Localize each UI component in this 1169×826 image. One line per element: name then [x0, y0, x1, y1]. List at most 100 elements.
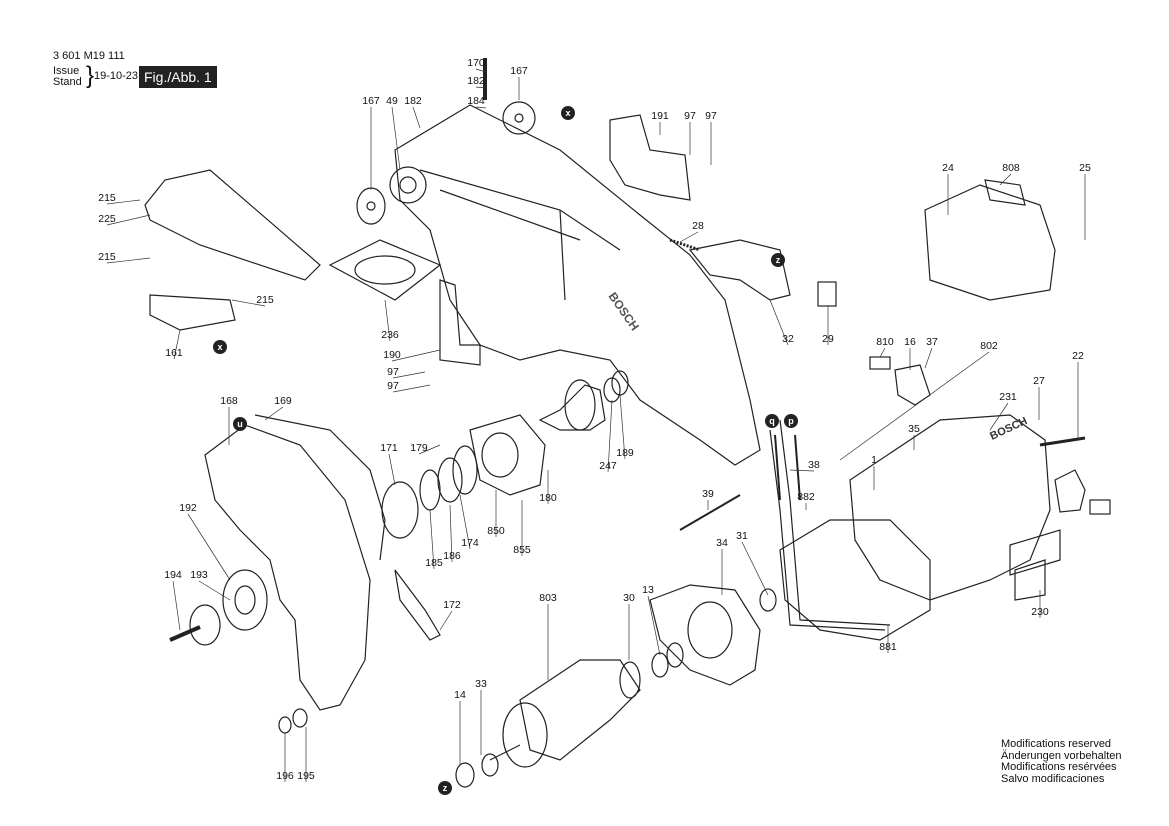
leader-line	[989, 402, 1009, 431]
leader-line	[647, 595, 661, 656]
part-label-13: 13	[642, 584, 654, 596]
leader-line	[173, 329, 181, 360]
figure-label: Fig./Abb. 1	[139, 66, 217, 88]
part-label-170: 170	[467, 57, 485, 69]
armature-803	[519, 659, 641, 761]
motor-housing-231	[849, 414, 1051, 601]
part-label-97: 97	[387, 380, 399, 392]
leader-line	[264, 406, 284, 421]
marker-z: z	[776, 255, 781, 265]
leader-line	[198, 580, 231, 601]
leader-line	[412, 106, 421, 129]
part-label-855: 855	[513, 544, 531, 556]
part-label-27: 27	[1033, 375, 1045, 387]
part-29	[817, 281, 837, 307]
part-label-32: 32	[782, 333, 794, 345]
part-label-172: 172	[443, 599, 461, 611]
marker-u: u	[237, 419, 243, 429]
plate-808	[984, 179, 1026, 206]
part-label-215: 215	[98, 192, 116, 204]
part-label-34: 34	[716, 537, 728, 549]
note-de: Änderungen vorbehalten	[1001, 749, 1122, 762]
marker-circle	[784, 414, 798, 428]
leader-line	[924, 347, 933, 369]
note-en: Modifications reserved	[1001, 738, 1112, 750]
part-label-31: 31	[736, 530, 748, 542]
leader-line	[449, 504, 453, 563]
part-label-810: 810	[876, 336, 894, 348]
marker-circle	[561, 106, 575, 120]
bracket-191	[609, 114, 691, 201]
marker-circle	[765, 414, 779, 428]
marker-p: p	[788, 416, 794, 426]
upper-guard-225	[144, 169, 321, 281]
part-label-97: 97	[684, 110, 696, 122]
leader-line	[679, 231, 699, 243]
bracket-161	[149, 294, 236, 331]
marker-circle	[213, 340, 227, 354]
leader-line	[391, 106, 401, 171]
fan-baffle-34	[649, 584, 761, 686]
ring-171	[381, 481, 419, 539]
part-label-225: 225	[98, 213, 116, 225]
part-label-215: 215	[256, 294, 274, 306]
issue-date: 19-10-23	[94, 70, 139, 82]
part-label-196: 196	[276, 770, 294, 782]
part-label-161: 161	[165, 347, 183, 359]
marker-x: x	[217, 342, 222, 352]
note-es: Salvo modificaciones	[1001, 772, 1105, 785]
modifications-notice: Modifications reserved Änderungen vorbeh…	[1001, 738, 1122, 785]
marker-z: z	[443, 783, 448, 793]
bearing-plate-179	[469, 414, 546, 496]
marker-circle	[233, 417, 247, 431]
part-label-14: 14	[454, 689, 466, 701]
part-label-190: 190	[383, 349, 401, 361]
leader-line	[388, 453, 396, 486]
part-label-29: 29	[822, 333, 834, 345]
part-label-185: 185	[425, 557, 443, 569]
part-label-22: 22	[1072, 350, 1084, 362]
part-label-1: 1	[871, 454, 877, 466]
part-label-25: 25	[1079, 162, 1091, 174]
part-label-808: 808	[1002, 162, 1020, 174]
issue-labels: Issue Stand	[53, 66, 82, 88]
part-label-37: 37	[926, 336, 938, 348]
part-label-231: 231	[999, 391, 1017, 403]
part-label-167: 167	[362, 95, 380, 107]
leader-line	[418, 444, 441, 455]
part-label-230: 230	[1031, 606, 1049, 618]
brace: }	[86, 62, 95, 89]
part-label-167: 167	[510, 65, 528, 77]
part-label-49: 49	[386, 95, 398, 107]
lower-guard-168	[204, 424, 371, 711]
part-label-97: 97	[387, 366, 399, 378]
marker-circle	[438, 781, 452, 795]
part-label-169: 169	[274, 395, 292, 407]
part-label-168: 168	[220, 395, 238, 407]
spring-28	[669, 238, 701, 252]
leader-line	[475, 86, 487, 89]
leader-line	[392, 371, 426, 379]
stand-label: Stand	[53, 76, 82, 88]
part-label-39: 39	[702, 488, 714, 500]
part-label-174: 174	[461, 537, 479, 549]
arm-housing	[394, 104, 761, 466]
part-label-33: 33	[475, 678, 487, 690]
plate-236	[328, 239, 442, 301]
marker-q: q	[769, 416, 775, 426]
marker-x: x	[565, 108, 570, 118]
leader-line	[879, 347, 886, 358]
washer-167	[502, 101, 536, 135]
housing-brand: BOSCH	[606, 290, 642, 334]
leader-line	[475, 106, 487, 109]
part-label-38: 38	[808, 459, 820, 471]
part-label-236: 236	[381, 329, 399, 341]
part-label-803: 803	[539, 592, 557, 604]
part-label-179: 179	[410, 442, 428, 454]
part-label-186: 186	[443, 550, 461, 562]
part-label-802: 802	[980, 340, 998, 352]
part-label-191: 191	[651, 110, 669, 122]
leader-line	[619, 394, 626, 460]
bracket-190	[439, 279, 481, 366]
